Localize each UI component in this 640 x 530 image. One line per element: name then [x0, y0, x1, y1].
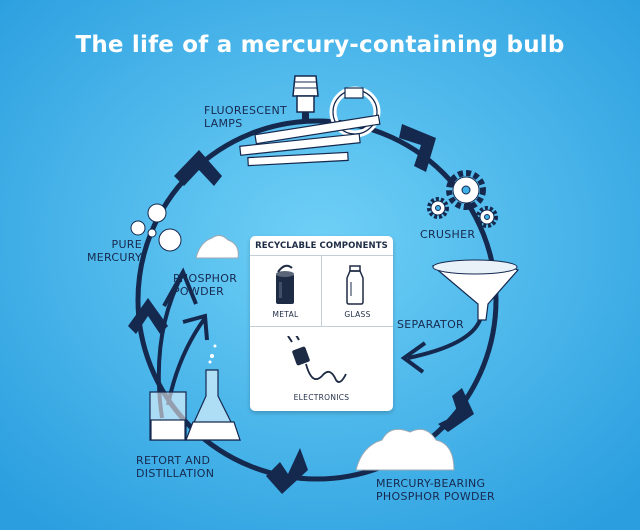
cycle-chevron-right [438, 388, 474, 432]
electronics-plug-icon [287, 336, 347, 383]
crusher-gears-icon [427, 170, 498, 228]
panel-divider-top [250, 255, 393, 256]
label-mercury-bearing-line1: MERCURY-BEARING [376, 477, 486, 490]
phosphor-powder-pile-icon [195, 234, 239, 259]
panel-divider-vertical [321, 256, 322, 326]
page-title: The life of a mercury-containing bulb [75, 32, 565, 58]
separator-inner-arrow [407, 319, 482, 360]
label-fluorescent-lamps-line2: LAMPS [204, 117, 243, 130]
label-retort: RETORT AND DISTILLATION [136, 454, 214, 480]
label-pure-mercury-line2: MERCURY [86, 251, 142, 264]
cycle-ring [135, 118, 499, 482]
label-pure-mercury: PURE MERCURY [82, 238, 142, 264]
label-metal: METAL [272, 310, 299, 319]
label-fluorescent-lamps: FLUORESCENT LAMPS [204, 104, 287, 130]
cycle-chevron-left [128, 298, 168, 334]
label-fluorescent-lamps-line1: FLUORESCENT [204, 104, 288, 117]
label-phosphor-powder: PHOSPHOR POWDER [173, 272, 237, 298]
recyclable-components-panel: RECYCLABLE COMPONENTS METAL GLASS ELECTR… [250, 236, 393, 411]
label-retort-line1: RETORT AND [136, 454, 211, 467]
glass-jar-icon [346, 265, 364, 305]
mercury-phosphor-pile-icon [355, 428, 455, 471]
metal-can-icon [276, 264, 294, 304]
fluorescent-lamps-icon [239, 75, 381, 167]
retort-glassware-icon [149, 344, 241, 441]
label-crusher: CRUSHER [420, 228, 476, 241]
panel-divider-middle [250, 326, 393, 327]
label-mercury-bearing: MERCURY-BEARING PHOSPHOR POWDER [376, 477, 495, 503]
separator-funnel-icon [431, 259, 520, 321]
label-phosphor-powder-line1: PHOSPHOR [173, 272, 238, 285]
return-arrowhead-phosphor [182, 313, 209, 341]
label-separator: SEPARATOR [397, 318, 464, 331]
mercury-drops-icon [130, 203, 182, 252]
label-phosphor-powder-line2: POWDER [173, 285, 225, 298]
return-arrowhead-pure-mercury [162, 267, 198, 307]
separator-inner-arrowhead [400, 341, 427, 374]
label-electronics: ELECTRONICS [293, 393, 350, 402]
label-retort-line2: DISTILLATION [136, 467, 215, 480]
cycle-chevron-top-right [399, 124, 436, 172]
label-mercury-bearing-line2: PHOSPHOR POWDER [376, 490, 495, 503]
cycle-chevron-bottom [266, 448, 308, 494]
cycle-chevron-top-left [174, 150, 222, 186]
label-glass: GLASS [344, 310, 371, 319]
recyclable-components-title: RECYCLABLE COMPONENTS [255, 241, 388, 251]
label-pure-mercury-line1: PURE [111, 238, 142, 251]
